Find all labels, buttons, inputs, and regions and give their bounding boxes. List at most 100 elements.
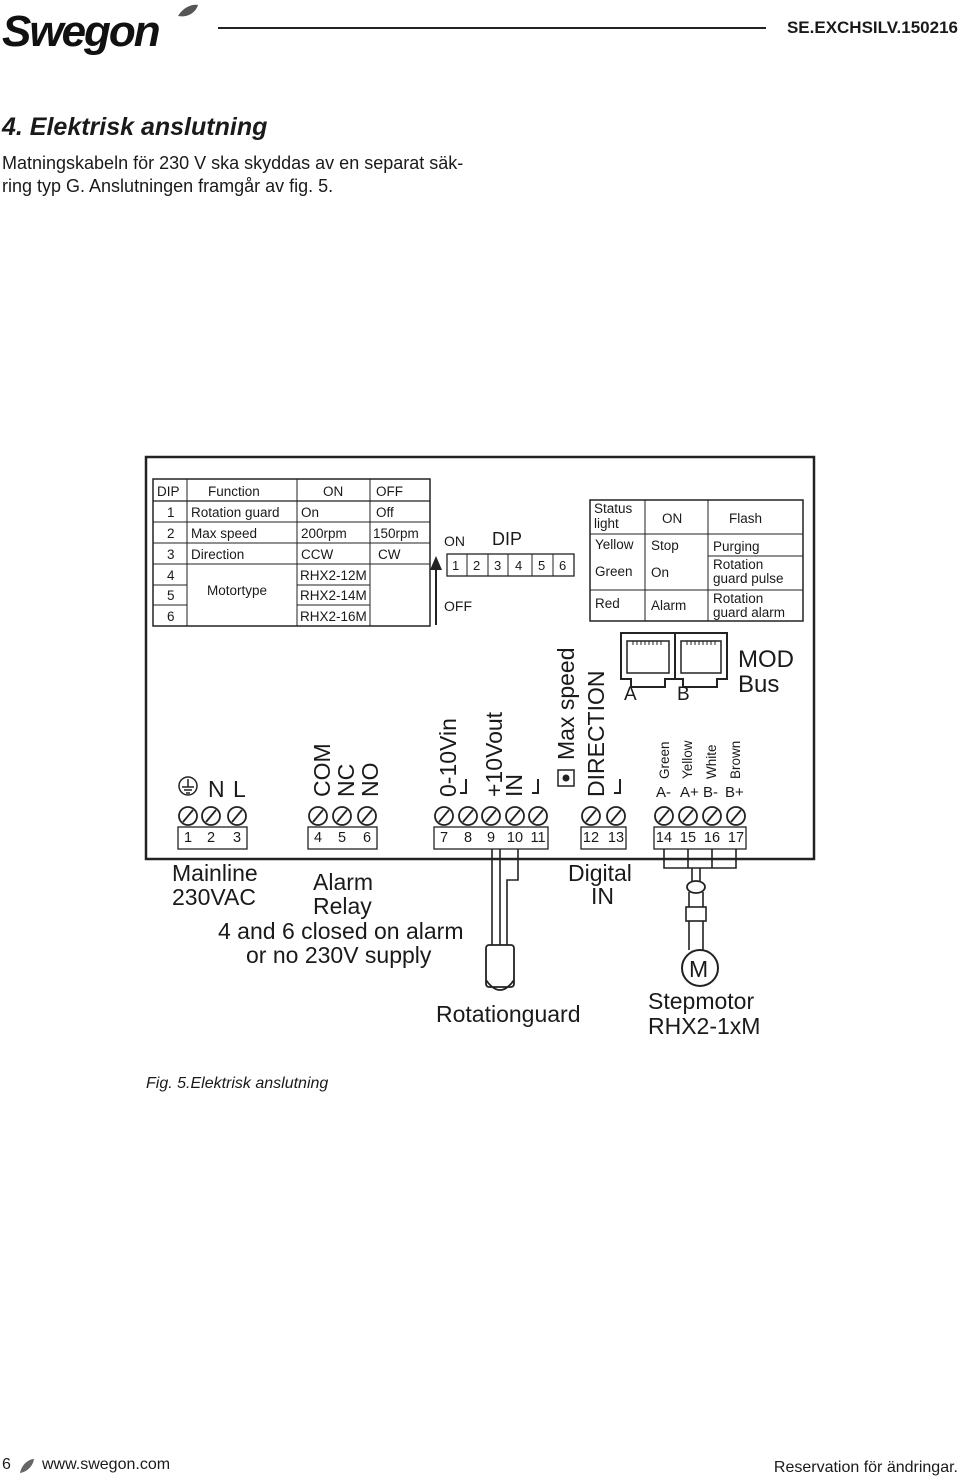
terminal-screw-slot	[462, 809, 474, 823]
cell: 6	[167, 609, 175, 624]
cell: Purging	[713, 539, 760, 554]
terminal-number: 10	[507, 830, 523, 846]
cell: RHX2-14M	[300, 588, 367, 603]
stepmotor-label: RHX2-1xM	[648, 1013, 760, 1039]
terminal-screw	[481, 806, 501, 826]
dip-pos: 4	[515, 558, 522, 573]
cell: Yellow	[595, 537, 634, 552]
cell: Rotation	[713, 591, 763, 606]
ground-icon	[178, 776, 198, 796]
terminal-screw	[702, 806, 722, 826]
status-header: Status	[594, 501, 633, 516]
dip-pos: 1	[452, 558, 459, 573]
relay-label: NO	[357, 763, 383, 798]
terminal-number: 8	[464, 830, 472, 846]
terminal-screw-slot	[312, 809, 324, 823]
dip-pos: 2	[473, 558, 480, 573]
cell: Green	[595, 564, 633, 579]
cell: Max speed	[191, 526, 257, 541]
cell: Stop	[651, 538, 679, 553]
pin-label: B+	[725, 784, 744, 801]
terminal-screw-slot	[610, 809, 622, 823]
th-dip: DIP	[157, 484, 180, 499]
th-on: ON	[323, 484, 343, 499]
figure-caption: Fig. 5.Elektrisk anslutning	[146, 1075, 329, 1092]
th-off: OFF	[376, 484, 403, 499]
cell: 3	[167, 547, 175, 562]
footer-url: www.swegon.com	[42, 1456, 171, 1473]
terminal-number: 7	[440, 830, 448, 846]
dip-on-label: ON	[444, 533, 465, 549]
port-b-label: B	[677, 684, 690, 705]
cell: 150rpm	[373, 526, 419, 541]
terminal-screw	[505, 806, 525, 826]
analog-label: +10Vout	[481, 711, 507, 797]
terminal-screw-slot	[231, 809, 243, 823]
pin-label: A+	[680, 784, 699, 801]
document-code: SE.EXCHSILV.150216	[786, 18, 958, 37]
terminal-screw-slot	[485, 809, 497, 823]
terminal-number: 1	[184, 830, 192, 846]
terminal-screw	[357, 806, 377, 826]
status-flash-header: Flash	[729, 511, 762, 526]
status-on-header: ON	[662, 511, 682, 526]
motor-symbol: M	[689, 956, 708, 982]
alarm-note: or no 230V supply	[246, 942, 432, 968]
modbus-label: MOD	[738, 646, 794, 673]
dip-switch: ON DIP OFF 1 2 3 4 5 6	[430, 529, 575, 625]
cell: 4	[167, 568, 175, 583]
cell: Rotation	[713, 557, 763, 572]
port-a-label: A	[624, 684, 637, 705]
alarm-label: Relay	[313, 893, 372, 919]
terminal-screw-slot	[682, 809, 694, 823]
terminal-screw-slot	[585, 809, 597, 823]
mainline-label: 230VAC	[172, 884, 256, 910]
section-title: 4. Elektrisk anslutning	[2, 113, 268, 141]
terminal-screw	[581, 806, 601, 826]
terminal-number: 14	[656, 830, 672, 846]
terminal-screw-slot	[361, 809, 373, 823]
alarm-note: 4 and 6 closed on alarm	[218, 918, 464, 944]
leaf-icon	[20, 1459, 34, 1473]
relay-label: COM	[309, 743, 335, 797]
terminal-screw	[201, 806, 221, 826]
terminal-screw	[654, 806, 674, 826]
terminal-screw-slot	[336, 809, 348, 823]
terminal-block	[433, 826, 549, 850]
terminal-screw	[434, 806, 454, 826]
terminal-screw-slot	[730, 809, 742, 823]
pin-label: A-	[656, 784, 671, 801]
motortype-label: Motortype	[207, 583, 267, 598]
page-number: 6	[2, 1456, 11, 1473]
terminal-screw	[227, 806, 247, 826]
terminal-number: 15	[680, 830, 696, 846]
terminal-block	[653, 826, 747, 850]
terminal-screw	[606, 806, 626, 826]
cell: 2	[167, 526, 175, 541]
terminal-screw	[332, 806, 352, 826]
swegon-logo: Swegon	[2, 4, 198, 56]
terminal-number: 17	[728, 830, 744, 846]
terminal-screw	[528, 806, 548, 826]
terminal-number: 5	[338, 830, 346, 846]
terminal-number: 12	[583, 830, 599, 846]
terminal-number: 13	[608, 830, 624, 846]
dip-pos: 5	[538, 558, 545, 573]
cell: On	[301, 505, 319, 520]
cell: guard pulse	[713, 571, 784, 586]
analog-label: 0-10Vin	[435, 718, 461, 797]
terminal-number: 6	[363, 830, 371, 846]
cell: Off	[376, 505, 394, 520]
terminal-screw	[308, 806, 328, 826]
cell: 5	[167, 588, 175, 603]
cell: Alarm	[651, 598, 686, 613]
dip-function-table: DIP Function ON OFF 1 Rotation guard On …	[152, 478, 431, 627]
terminal-labels: N L COM NC NO 0-10Vin +10Vout IN Max spe…	[178, 647, 621, 802]
terminal-number: 3	[233, 830, 241, 846]
wire-color-label: Yellow	[680, 740, 695, 779]
relay-label: NC	[333, 764, 359, 797]
cell: Red	[595, 596, 620, 611]
diagram-labels: Mainline 230VAC Alarm Relay 4 and 6 clos…	[172, 860, 760, 1039]
